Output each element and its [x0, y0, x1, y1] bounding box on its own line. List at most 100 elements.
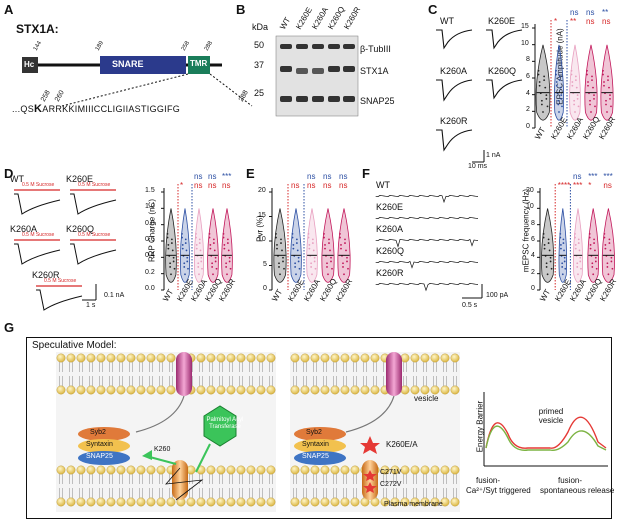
hc-label: Hc	[24, 60, 35, 69]
f-trace-label-k260q: K260Q	[376, 246, 405, 256]
d-sucrose-label: 0.5 M Sucrose	[22, 182, 55, 188]
c-sig-red: ns	[586, 17, 595, 26]
right-syntaxin: Syntaxin	[302, 441, 329, 448]
c-violin-k260q	[584, 44, 598, 121]
kda-label: kDa	[252, 22, 269, 32]
e-sig-red: ns	[339, 181, 348, 190]
right-syb2: Syb2	[306, 429, 322, 436]
c-sig-red: ns	[602, 17, 611, 26]
membrane-model-left	[56, 352, 276, 512]
e-sig-blue: ns	[339, 172, 348, 181]
f-ytick: 2	[531, 268, 535, 276]
fusion-left: fusion-	[476, 476, 501, 485]
c-ytick: 8	[526, 56, 530, 64]
e-violin-wt	[273, 208, 287, 283]
d-violins	[161, 184, 233, 291]
d-sig-blue: ***	[222, 172, 232, 181]
f-sig-red: ****	[557, 181, 571, 190]
f-sig-red: ***	[573, 181, 583, 190]
d-ytick: 0.6	[145, 236, 155, 243]
d-violin-k260a	[193, 208, 205, 283]
d-trace-label-k260e: K260E	[66, 174, 94, 184]
f-ytick: 0	[531, 285, 535, 292]
d-violin-k260q	[207, 208, 219, 283]
d-trace-label-k260q: K260Q	[66, 224, 95, 234]
f-sig-blue: ***	[588, 172, 598, 181]
c-sig-blue: ns	[570, 8, 579, 17]
c-ytick: 2	[526, 106, 530, 114]
d-sig-red: *	[180, 181, 184, 190]
fusion-right-sub: spontaneous release	[540, 486, 615, 495]
d-ytick: 0.0	[145, 285, 155, 292]
f-sig-red: ns	[603, 181, 612, 190]
d-trace-label-wt: WT	[10, 174, 24, 184]
e-sig-blue: ns	[323, 172, 332, 181]
f-violins	[537, 184, 615, 291]
band-stx1a: STX1A	[360, 66, 389, 76]
c-trace-k260q: K260Q	[488, 66, 517, 76]
c-sig-blue: **	[602, 8, 609, 17]
d-violin-k260r	[221, 208, 233, 283]
energy-diagram	[483, 392, 608, 467]
band-betatubiii: β-TubIII	[360, 44, 391, 54]
e-sig-red: ns	[291, 181, 300, 190]
panel-label-b: B	[236, 2, 246, 17]
left-syb2: Syb2	[90, 429, 106, 436]
c271v-label: C271V	[380, 469, 402, 476]
d-sucrose-label: 0.5 M Sucrose	[22, 232, 55, 238]
f-ytick: 20	[526, 187, 534, 194]
band-snap25: SNAP25	[360, 96, 395, 106]
d-ytick: 0.2	[145, 268, 155, 276]
c-ytick: 15	[521, 23, 529, 30]
panel-label-c: C	[428, 2, 438, 17]
panel-label-f: F	[362, 166, 370, 181]
stx1a-sequence: ...QSKARRKKIMIIICCLIGIIASTIGGIFG	[12, 103, 180, 115]
f-violin-k260q	[587, 208, 599, 283]
d-violin-k260e	[179, 208, 191, 283]
c-violin-k260a	[569, 44, 581, 121]
e-ytick: 5	[263, 260, 267, 268]
d-ytick: 0.8	[145, 219, 155, 227]
c-ytick: 10	[521, 39, 529, 47]
left-snap25: SNAP25	[86, 453, 113, 460]
d-sig-blue: ns	[194, 172, 203, 181]
rrp-trace-svg	[14, 189, 117, 311]
f-scale-y: 100 pA	[486, 292, 509, 299]
c-ytick: 4	[526, 89, 530, 97]
d-sig-red: ns	[208, 181, 217, 190]
f-ytick: 4	[531, 252, 535, 260]
primed-vesicle-label: primed vesicle	[538, 407, 564, 425]
marker-37: 37	[254, 60, 265, 70]
e-violin-k260e	[290, 208, 302, 283]
d-ytick: 1.5	[145, 187, 155, 194]
d-ytick: 1.0	[145, 203, 155, 211]
e-violin-k260a	[306, 208, 318, 283]
panel-label-a: A	[4, 2, 14, 17]
stx1a-domain-diagram	[22, 56, 253, 107]
panel-label-e: E	[246, 166, 255, 181]
d-sig-blue: ns	[208, 172, 217, 181]
c-sig-red: *	[554, 17, 558, 26]
f-sig-blue: ns	[573, 172, 582, 181]
f-trace-label-k260r: K260R	[376, 268, 404, 278]
panel-label-d: D	[4, 166, 14, 181]
stx1a-title: STX1A:	[16, 22, 59, 36]
e-sig-blue: ns	[307, 172, 316, 181]
marker-25: 25	[254, 88, 265, 98]
e-sig-red: ns	[307, 181, 316, 190]
model-title: Speculative Model:	[32, 340, 117, 351]
f-ytick: 6	[531, 236, 535, 243]
k260-label: K260	[154, 446, 171, 453]
c272v-label: C272V	[380, 481, 402, 488]
d-sig-red: ns	[222, 181, 231, 190]
d-trace-label-k260r: K260R	[32, 270, 60, 280]
c-scale-y: 1 nA	[486, 152, 501, 159]
c-trace-wt: WT	[440, 16, 454, 26]
pat-label: Palmitoyl Acyl Transferase	[206, 417, 244, 430]
western-blot	[275, 35, 359, 117]
d-scale-x: 1 s	[86, 302, 96, 309]
f-sig-blue: ***	[603, 172, 613, 181]
